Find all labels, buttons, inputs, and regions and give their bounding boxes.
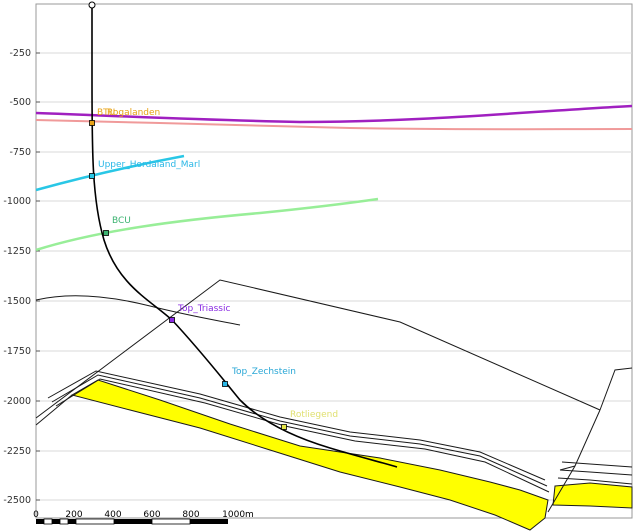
- fault-plane: [599, 367, 633, 411]
- depth-axis: -250 -500 -750 -1000 -1250 -1500 -1750 -…: [3, 48, 40, 506]
- depth-tick-label: -2000: [3, 396, 31, 407]
- horizon-bcu[interactable]: [35, 197, 379, 252]
- fault-plane: [547, 409, 601, 513]
- depth-tick-label: -2250: [3, 446, 31, 457]
- depth-tick-label: -1250: [3, 246, 31, 257]
- marker-btu[interactable]: [89, 120, 95, 126]
- scale-segment: [114, 519, 152, 524]
- depth-tick-label: -1750: [3, 346, 31, 357]
- scale-segment: [52, 519, 60, 524]
- marker-top-triassic[interactable]: [169, 317, 175, 323]
- horizon-purple[interactable]: [35, 104, 633, 124]
- depth-tick-label: -1500: [3, 296, 31, 307]
- fault-plane: [35, 394, 73, 426]
- reservoir-body-right[interactable]: [552, 482, 633, 509]
- horizon-rogalanden[interactable]: [35, 119, 633, 131]
- label-top-triassic: Top_Triassic: [177, 304, 230, 314]
- depth-tick-label: -2500: [3, 495, 31, 506]
- horizon-line: [47, 370, 546, 481]
- scale-segment: [190, 519, 228, 524]
- horizon-line: [51, 374, 548, 487]
- fault-block-lines: [35, 279, 633, 513]
- scale-bar: 0 200 400 600 800 1000m: [33, 510, 254, 525]
- scale-label: 800: [182, 510, 199, 520]
- scale-label: 1000m: [222, 510, 254, 520]
- plot-frame: [35, 3, 633, 519]
- label-btu: BTU: [97, 108, 115, 118]
- well-head-icon[interactable]: [88, 1, 96, 9]
- label-rogalanden: Rogalanden: [107, 108, 160, 118]
- horizon-line: [557, 477, 633, 485]
- scale-label: 0: [33, 510, 39, 520]
- horizon-line: [561, 461, 633, 468]
- marker-upper-hordaland-marl[interactable]: [89, 173, 95, 179]
- horizon-line: [559, 469, 633, 476]
- label-rotliegend: Rotliegend: [290, 410, 338, 420]
- depth-tick-label: -750: [9, 147, 31, 158]
- horizon-line: [35, 295, 241, 326]
- fault-plane: [559, 465, 576, 471]
- scale-label: 600: [143, 510, 160, 520]
- scale-segment: [36, 519, 44, 524]
- depth-tick-label: -500: [9, 97, 31, 108]
- depth-tick-label: -1000: [3, 196, 31, 207]
- label-top-zechstein: Top_Zechstein: [231, 367, 296, 377]
- marker-top-zechstein[interactable]: [222, 381, 228, 387]
- scale-segment: [68, 519, 76, 524]
- scale-label: 400: [104, 510, 121, 520]
- reservoir-body-left[interactable]: [70, 379, 549, 531]
- marker-rotliegend[interactable]: [281, 424, 287, 430]
- scale-segment: [43, 518, 53, 525]
- horizon-upper-hordaland-marl[interactable]: [35, 154, 185, 192]
- label-upper-hordaland-marl: Upper_Hordaland_Marl: [98, 160, 200, 170]
- fault-outline: [35, 279, 601, 419]
- scale-label: 200: [65, 510, 82, 520]
- well-path[interactable]: [91, 4, 398, 468]
- marker-bcu[interactable]: [103, 230, 109, 236]
- depth-tick-label: -250: [9, 48, 31, 59]
- horizon-line: [55, 378, 550, 493]
- label-bcu: BCU: [112, 216, 131, 226]
